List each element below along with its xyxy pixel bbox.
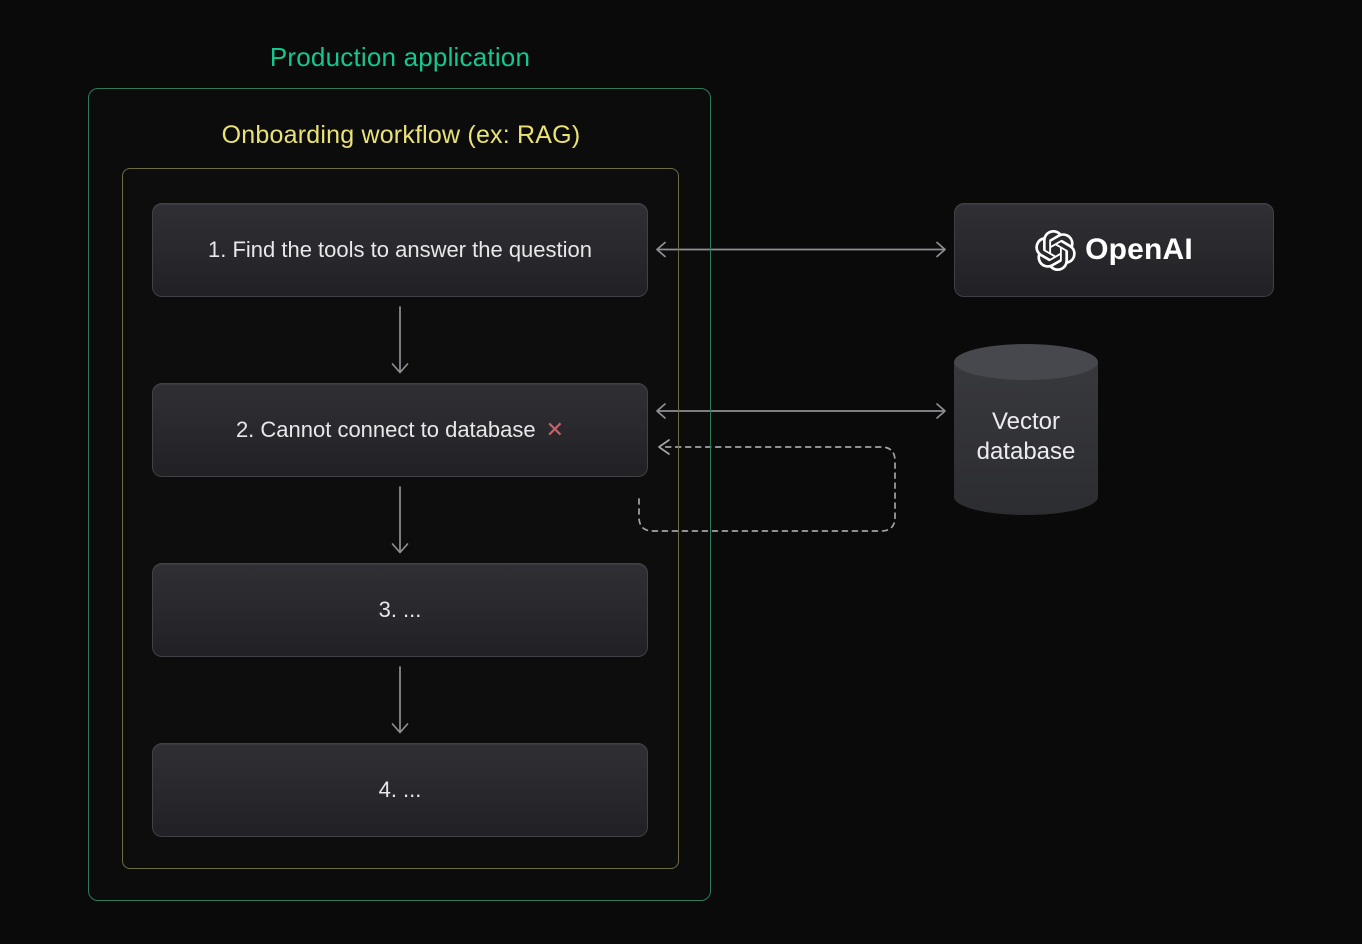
onboarding-workflow-title: Onboarding workflow (ex: RAG)	[221, 121, 581, 149]
openai-node: OpenAI	[954, 203, 1274, 297]
step-4-box: 4. ...	[152, 743, 648, 837]
step-3-label: 3. ...	[378, 597, 422, 622]
openai-label: OpenAI	[1085, 233, 1193, 266]
openai-logo-row: OpenAI	[1035, 229, 1193, 271]
step-1-label: 1. Find the tools to answer the question	[207, 237, 592, 262]
openai-logo-icon	[1035, 229, 1076, 271]
step-2-label: 2. Cannot connect to database	[235, 417, 536, 442]
step-4-label: 4. ...	[378, 777, 422, 802]
production-application-container	[88, 88, 711, 901]
step-3-box: 3. ...	[152, 563, 648, 657]
vector-db-label: Vector database	[976, 408, 1076, 465]
step-1-box: 1. Find the tools to answer the question	[152, 203, 648, 297]
error-cross-icon: ✕	[545, 417, 565, 442]
production-application-title: Production application	[269, 42, 531, 72]
step-2-box: 2. Cannot connect to database ✕	[152, 383, 648, 477]
onboarding-workflow-container	[122, 168, 679, 869]
